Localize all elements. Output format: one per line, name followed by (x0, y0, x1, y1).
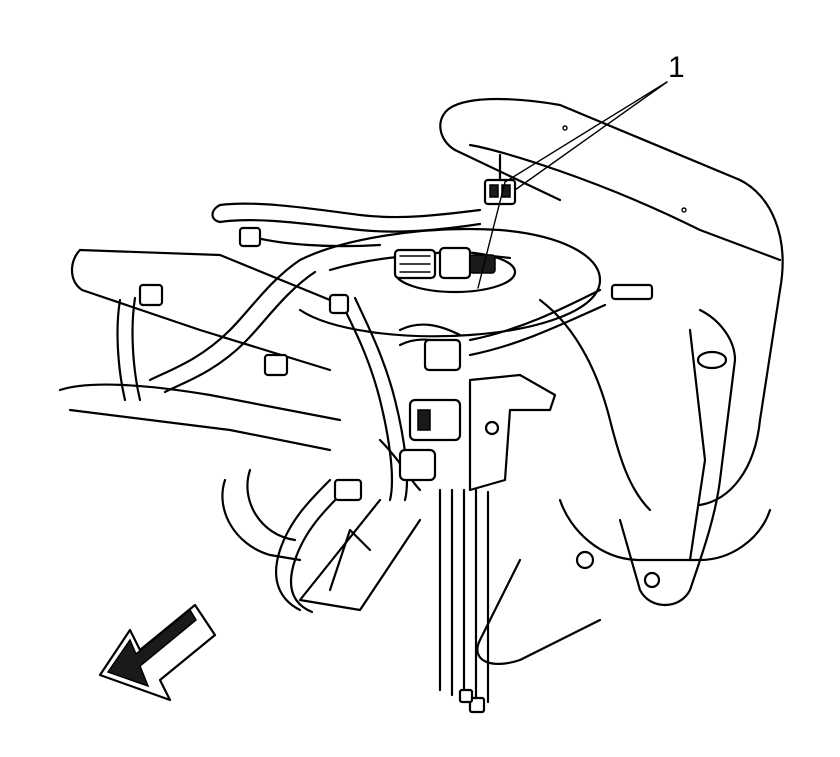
wiring-harness (116, 202, 652, 614)
vehicle-frame (58, 97, 784, 665)
harness-clips (138, 226, 654, 592)
connector-callout-1-part (483, 153, 517, 206)
fuel-vapor-lines (438, 488, 490, 714)
callout-1-label: 1 (668, 51, 685, 84)
callout-1: 1 (477, 51, 685, 289)
front-direction-arrow-icon (98, 603, 217, 702)
evap-bracket-assembly (398, 338, 557, 492)
fuel-pump-module (393, 246, 496, 280)
